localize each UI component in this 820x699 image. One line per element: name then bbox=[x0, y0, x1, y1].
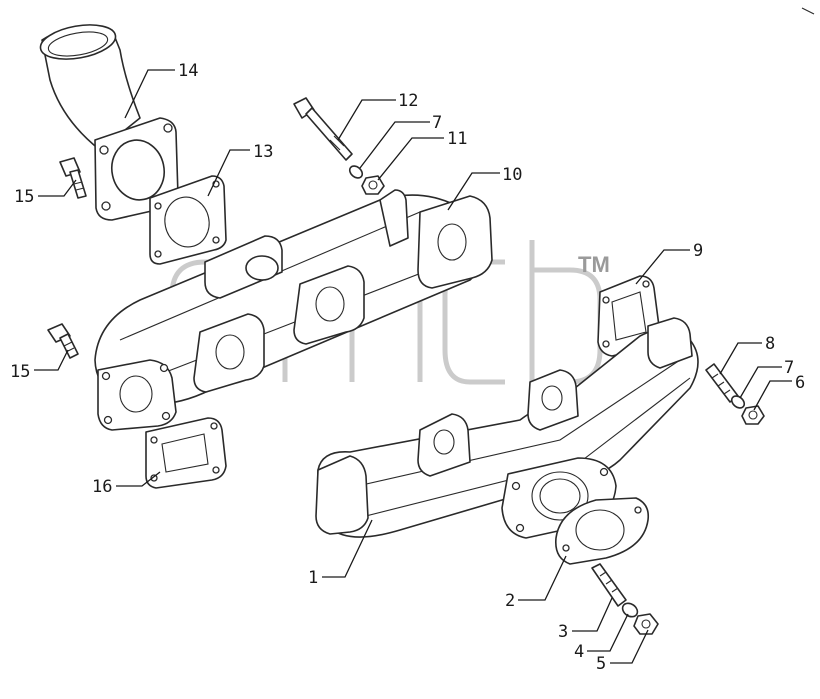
callout-16: 16 bbox=[92, 477, 112, 497]
leader-15a bbox=[38, 179, 77, 197]
leader-6 bbox=[753, 380, 792, 411]
callout-leaders bbox=[34, 69, 792, 664]
callout-11: 11 bbox=[447, 129, 467, 149]
callout-13: 13 bbox=[253, 142, 273, 162]
callout-15-lower: 15 bbox=[10, 362, 30, 382]
callout-7-lower: 7 bbox=[784, 358, 794, 378]
callout-6: 6 bbox=[795, 373, 805, 393]
callout-4: 4 bbox=[574, 642, 584, 662]
callout-1: 1 bbox=[308, 568, 318, 588]
leader-14 bbox=[124, 69, 175, 119]
part-13-gasket bbox=[149, 175, 227, 265]
leader-8 bbox=[719, 342, 762, 375]
part-6-nut bbox=[741, 405, 765, 425]
callout-12: 12 bbox=[398, 91, 418, 111]
callout-3: 3 bbox=[558, 622, 568, 642]
callout-10: 10 bbox=[502, 165, 522, 185]
leader-2 bbox=[518, 555, 567, 601]
leader-3 bbox=[572, 597, 613, 632]
leader-10 bbox=[447, 172, 500, 211]
leader-15b bbox=[34, 349, 69, 371]
leader-7b bbox=[739, 366, 782, 399]
leader-16 bbox=[116, 471, 161, 487]
part-15-bolt-upper bbox=[59, 157, 87, 199]
leader-12 bbox=[337, 99, 396, 141]
part-4-washer bbox=[621, 602, 639, 618]
leader-4 bbox=[587, 613, 629, 652]
callout-labels: 14 13 12 7 11 10 15 15 16 9 8 7 6 1 2 3 … bbox=[10, 61, 805, 674]
part-10-upper-exhaust-manifold bbox=[94, 189, 493, 431]
part-7-washer-upper bbox=[348, 165, 364, 179]
part-14-elbow-pipe bbox=[39, 24, 179, 221]
part-3-stud bbox=[591, 563, 627, 607]
callout-2: 2 bbox=[505, 591, 515, 611]
callout-15-upper: 15 bbox=[14, 187, 34, 207]
leader-9 bbox=[635, 249, 690, 285]
part-16-gasket bbox=[145, 417, 227, 489]
leader-5 bbox=[610, 629, 649, 664]
part-5-nut bbox=[633, 613, 659, 635]
corner-mark bbox=[801, 7, 815, 15]
leader-11 bbox=[377, 137, 444, 181]
leader-1 bbox=[322, 519, 373, 578]
part-2-flange-gasket bbox=[554, 497, 650, 565]
part-12-long-bolt bbox=[293, 97, 353, 161]
callout-14: 14 bbox=[178, 61, 198, 81]
callout-9: 9 bbox=[693, 241, 703, 261]
callout-7-upper: 7 bbox=[432, 113, 442, 133]
callout-5: 5 bbox=[596, 654, 606, 674]
leader-13 bbox=[207, 149, 250, 197]
part-11-nut bbox=[361, 175, 385, 195]
callout-8: 8 bbox=[765, 334, 775, 354]
part-7-washer-lower bbox=[730, 395, 746, 409]
part-15-bolt-lower bbox=[47, 323, 79, 359]
leader-7a bbox=[359, 121, 430, 169]
trademark-mark: TM bbox=[578, 252, 610, 277]
